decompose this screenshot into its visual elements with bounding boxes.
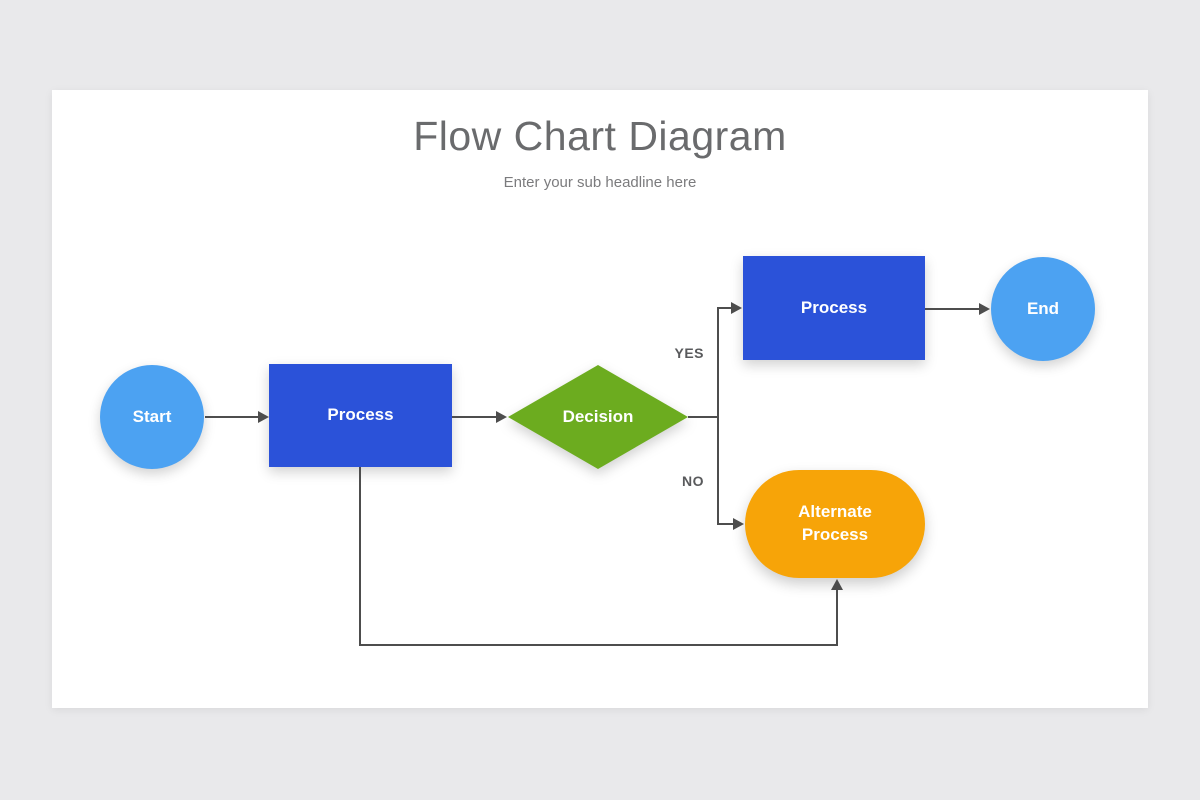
- node-process-1: Process: [269, 364, 452, 467]
- connector-start-to-process1: [205, 416, 261, 418]
- node-end: End: [991, 257, 1095, 361]
- connector-feedback-horizontal: [359, 644, 838, 646]
- node-start: Start: [100, 365, 204, 469]
- edge-label-yes: YES: [674, 345, 704, 361]
- connector-feedback-up: [836, 590, 838, 646]
- arrowhead-process2-to-end: [979, 303, 990, 315]
- node-decision-label: Decision: [562, 407, 634, 426]
- connector-decision-to-branch: [688, 416, 719, 418]
- node-process-2: Process: [743, 256, 925, 360]
- arrowhead-yes-to-process2: [731, 302, 742, 314]
- connector-process1-to-decision: [452, 416, 498, 418]
- connector-process2-to-end: [925, 308, 980, 310]
- node-alternate-process: Alternate Process: [745, 470, 925, 578]
- slide-subtitle: Enter your sub headline here: [503, 174, 697, 191]
- node-process-2-label: Process: [800, 297, 868, 317]
- connector-feedback-down: [359, 467, 361, 646]
- arrowhead-start-to-process1: [258, 411, 269, 423]
- connector-no-to-alternate: [717, 523, 735, 525]
- arrowhead-process1-to-decision: [496, 411, 507, 423]
- node-start-label: Start: [132, 406, 172, 426]
- slide-title: Flow Chart Diagram: [413, 113, 787, 159]
- node-alternate-process-label: Alternate Process: [798, 502, 872, 544]
- connector-yes-to-process2: [717, 307, 733, 309]
- node-decision: Decision: [508, 365, 688, 469]
- edge-label-no: NO: [682, 473, 704, 489]
- node-end-label: End: [1026, 298, 1060, 318]
- arrowhead-no-to-alternate: [733, 518, 744, 530]
- decision-diamond-shape: Decision: [508, 365, 688, 469]
- node-process-1-label: Process: [327, 405, 394, 425]
- arrowhead-feedback-to-alternate: [831, 579, 843, 590]
- connector-branch-vertical: [717, 308, 719, 525]
